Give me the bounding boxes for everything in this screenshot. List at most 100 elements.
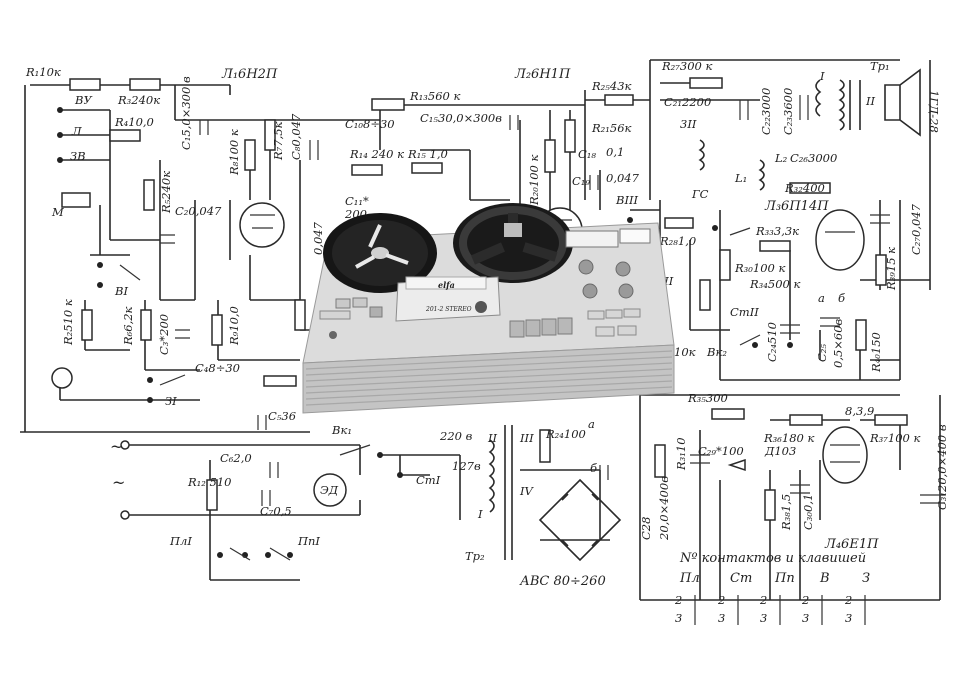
- svg-text:II: II: [865, 94, 876, 108]
- tape-recorder-photo: elfa 201-2 STEREO: [298, 195, 676, 417]
- model-label: 201-2 STEREO: [425, 306, 472, 313]
- svg-text:C₇0,5: C₇0,5: [260, 504, 292, 518]
- svg-text:C₂₄510: C₂₄510: [765, 322, 779, 362]
- svg-text:C₅36: C₅36: [268, 409, 296, 423]
- piano-key[interactable]: [525, 319, 541, 337]
- brand-logo: elfa: [438, 280, 455, 290]
- svg-text:R₃₇100 к: R₃₇100 к: [869, 431, 920, 445]
- svg-text:1ГД-28: 1ГД-28: [927, 90, 941, 133]
- svg-text:б: б: [838, 291, 846, 305]
- svg-text:C₃₁20,0×400 в: C₃₁20,0×400 в: [935, 424, 949, 510]
- svg-text:2: 2: [759, 593, 767, 607]
- svg-text:R₁10к: R₁10к: [25, 65, 61, 79]
- svg-text:R₂₇300 к: R₂₇300 к: [661, 59, 712, 73]
- svg-text:а: а: [818, 291, 825, 305]
- svg-text:10к: 10к: [674, 345, 696, 359]
- svg-text:2: 2: [717, 593, 725, 607]
- pin-label-l4: 8,3,9: [845, 404, 874, 418]
- svg-text:R₈100 к: R₈100 к: [227, 129, 241, 176]
- svg-text:ВI: ВI: [114, 284, 128, 298]
- svg-text:ВIII: ВIII: [615, 193, 639, 207]
- svg-text:R₂₀100 к: R₂₀100 к: [527, 155, 541, 206]
- svg-text:3: 3: [760, 611, 767, 625]
- contacts-table: Nº контактов и клавишей Пл Ст Пп В З 23 …: [674, 551, 870, 625]
- svg-text:C₂₇0,047: C₂₇0,047: [909, 203, 923, 255]
- svg-text:C₁₈: C₁₈: [578, 147, 596, 161]
- contacts-table-title: Nº контактов и клавишей: [679, 551, 866, 566]
- svg-text:C₈0,047: C₈0,047: [289, 113, 303, 160]
- tape-recorder: elfa 201-2 STEREO: [302, 203, 675, 414]
- svg-text:0,1: 0,1: [606, 145, 624, 159]
- knob[interactable]: [582, 283, 598, 299]
- svg-text:R₂₄100: R₂₄100: [545, 427, 586, 441]
- svg-text:б: б: [590, 461, 598, 475]
- svg-text:C₁₅30,0×300в: C₁₅30,0×300в: [420, 111, 502, 125]
- svg-text:ЗВ: ЗВ: [70, 149, 86, 163]
- svg-text:3: 3: [802, 611, 809, 625]
- svg-text:C₃₀0,1: C₃₀0,1: [801, 494, 815, 530]
- svg-text:C₄8÷30: C₄8÷30: [195, 361, 240, 375]
- tube-label-l3: Л₃6П14П: [764, 199, 829, 214]
- svg-text:I: I: [477, 507, 483, 521]
- svg-text:127в: 127в: [452, 459, 481, 473]
- svg-text:2: 2: [844, 593, 852, 607]
- svg-text:R₃₄500 к: R₃₄500 к: [749, 277, 800, 291]
- svg-text:R₁₄ 240 к: R₁₄ 240 к: [349, 147, 404, 161]
- svg-text:R₃₁10: R₃₁10: [674, 437, 688, 471]
- contacts-col-1: Пл: [679, 571, 700, 586]
- svg-text:R₃240к: R₃240к: [117, 93, 160, 107]
- svg-text:ПпI: ПпI: [297, 534, 320, 548]
- piano-key[interactable]: [541, 318, 557, 336]
- svg-text:ЭД: ЭД: [320, 483, 339, 497]
- svg-text:СтII: СтII: [730, 305, 759, 319]
- svg-text:Тр₁: Тр₁: [870, 59, 890, 73]
- knob[interactable]: [615, 261, 631, 277]
- svg-text:R₂₅43к: R₂₅43к: [591, 79, 632, 93]
- svg-text:C₁₁*: C₁₁*: [345, 194, 369, 208]
- svg-text:Д103: Д103: [764, 444, 796, 458]
- svg-text:220 в: 220 в: [439, 429, 473, 443]
- svg-text:C₂₃3600: C₂₃3600: [781, 88, 795, 135]
- svg-text:C₂₁2200: C₂₁2200: [664, 95, 711, 109]
- contacts-col-3: Пп: [774, 571, 795, 586]
- svg-text:АВС 80÷260: АВС 80÷260: [519, 574, 606, 589]
- svg-text:IV: IV: [519, 484, 535, 498]
- svg-text:R₁₂ 510: R₁₂ 510: [187, 475, 231, 489]
- piano-key[interactable]: [509, 320, 525, 338]
- svg-text:R₄₀150: R₄₀150: [869, 332, 883, 373]
- svg-text:R₃₉15 к: R₃₉15 к: [884, 247, 898, 291]
- svg-text:R₃₆180 к: R₃₆180 к: [763, 431, 814, 445]
- svg-text:СтI: СтI: [416, 473, 441, 487]
- svg-text:R₃₃3,3к: R₃₃3,3к: [755, 224, 799, 238]
- vu-meter: [565, 230, 619, 248]
- svg-text:R₆6,2к: R₆6,2к: [121, 306, 135, 346]
- svg-text:R₂510 к: R₂510 к: [61, 299, 75, 346]
- svg-text:20,0×400в: 20,0×400в: [657, 476, 671, 541]
- svg-text:C₁5,0×300 в: C₁5,0×300 в: [179, 76, 193, 150]
- svg-text:C₂₉*100: C₂₉*100: [698, 444, 744, 458]
- tube-label-l2: Л₂6Н1П: [514, 67, 571, 82]
- tube-label-l1: Л₁6Н2П: [221, 67, 278, 82]
- svg-text:C₃*200: C₃*200: [157, 314, 171, 355]
- knob[interactable]: [618, 283, 634, 299]
- svg-text:C₂₂3000: C₂₂3000: [759, 88, 773, 135]
- svg-text:0,047: 0,047: [311, 221, 325, 255]
- svg-text:C₂₆3000: C₂₆3000: [790, 151, 837, 165]
- svg-text:III: III: [519, 431, 534, 445]
- piano-key[interactable]: [557, 317, 573, 335]
- svg-text:Л: Л: [71, 124, 82, 138]
- tube-label-l4: Л₄6Е1П: [824, 537, 879, 552]
- svg-text:М: М: [51, 205, 65, 219]
- svg-text:3: 3: [845, 611, 852, 625]
- right-reel: [453, 203, 573, 283]
- svg-text:3II: 3II: [680, 117, 697, 131]
- svg-text:Вк₁: Вк₁: [331, 423, 352, 437]
- svg-text:II: II: [487, 431, 498, 445]
- knob[interactable]: [578, 259, 594, 275]
- ac-symbol: ~: [110, 437, 123, 456]
- svg-text:R₂₁56к: R₂₁56к: [591, 121, 632, 135]
- svg-text:L₁: L₁: [734, 171, 747, 185]
- contacts-col-4: В: [819, 571, 830, 586]
- svg-text:C₁₉: C₁₉: [572, 174, 590, 188]
